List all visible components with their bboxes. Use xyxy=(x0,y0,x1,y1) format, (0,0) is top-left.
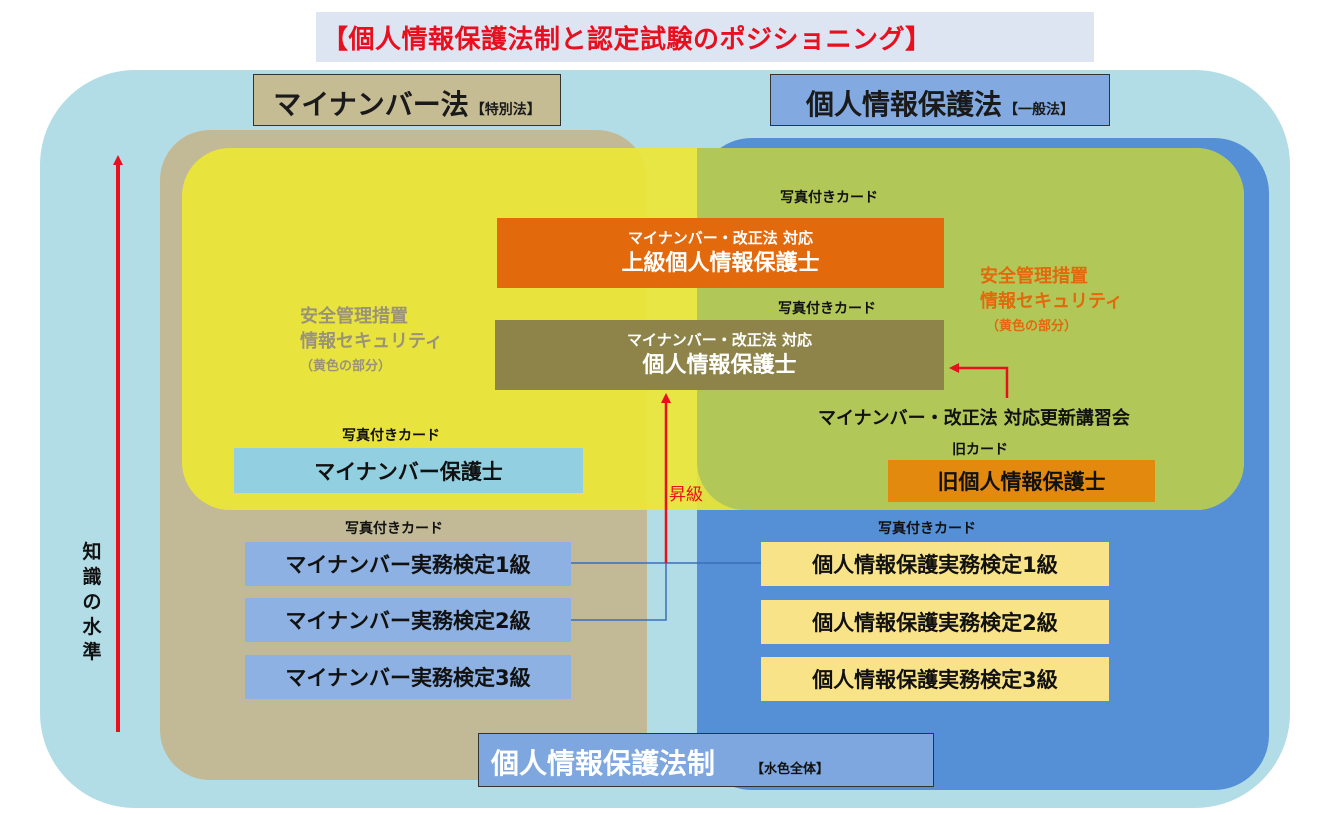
pi-exam-grade3: 個人情報保護実務検定3級 xyxy=(761,657,1109,701)
mn-exams-caption: 写真付きカード xyxy=(345,521,443,537)
right-safety-line1: 安全管理措置 xyxy=(980,266,1088,287)
mynumber-law-tag: 【特別法】 xyxy=(470,102,541,118)
privacy-law-header: 個人情報保護法 【一般法】 xyxy=(770,74,1110,126)
mynumber-law-header: マイナンバー法 【特別法】 xyxy=(253,74,561,126)
pi-exams-caption: 写真付きカード xyxy=(878,521,976,537)
right-safety-label: 安全管理措置 情報セキュリティ （黄色の部分） xyxy=(980,264,1123,339)
standard-sub: マイナンバー・改正法 対応 xyxy=(627,331,812,349)
left-safety-line1: 安全管理措置 xyxy=(300,306,408,327)
legal-system-box: 個人情報保護法制 【水色全体】 xyxy=(478,733,934,787)
mn-guardian-box: マイナンバー保護士 xyxy=(234,448,583,493)
left-safety-label: 安全管理措置 情報セキュリティ （黄色の部分） xyxy=(300,304,443,379)
standard-card-caption: 写真付きカード xyxy=(778,301,876,317)
right-safety-note: （黄色の部分） xyxy=(986,319,1078,334)
exam2-connector-line xyxy=(571,563,667,621)
standard-guardian-box: マイナンバー・改正法 対応 個人情報保護士 xyxy=(495,320,944,390)
mn-exam-grade2: マイナンバー実務検定2級 xyxy=(245,598,571,642)
promotion-label: 昇級 xyxy=(669,485,703,505)
mn-exam-grade1: マイナンバー実務検定1級 xyxy=(245,542,571,586)
right-safety-line2: 情報セキュリティ xyxy=(980,291,1123,312)
pi-exam-grade1: 個人情報保護実務検定1級 xyxy=(761,542,1109,586)
renewal-arrow xyxy=(949,363,1009,398)
left-safety-line2: 情報セキュリティ xyxy=(300,331,443,352)
legal-system-note: 【水色全体】 xyxy=(751,762,830,777)
old-card-caption: 旧カード xyxy=(952,442,1008,458)
mn-guardian-caption: 写真付きカード xyxy=(342,428,440,444)
mn-exam-grade3: マイナンバー実務検定3級 xyxy=(245,655,571,699)
knowledge-level-label: 知識の水準 xyxy=(82,541,102,663)
left-safety-note: （黄色の部分） xyxy=(300,359,392,374)
mynumber-law-label: マイナンバー法 xyxy=(273,88,469,121)
pi-exam-grade2: 個人情報保護実務検定2級 xyxy=(761,600,1109,644)
advanced-card-caption: 写真付きカード xyxy=(780,190,878,206)
privacy-law-tag: 【一般法】 xyxy=(1004,102,1074,118)
legal-system-label: 個人情報保護法制 xyxy=(491,747,716,780)
standard-main: 個人情報保護士 xyxy=(642,353,797,378)
privacy-law-label: 個人情報保護法 xyxy=(805,88,1002,121)
advanced-sub: マイナンバー・改正法 対応 xyxy=(628,229,813,247)
diagram-title: 【個人情報保護法制と認定試験のポジショニング】 xyxy=(316,12,1094,62)
advanced-guardian-box: マイナンバー・改正法 対応 上級個人情報保護士 xyxy=(497,218,944,288)
renewal-course-label: マイナンバー・改正法 対応更新講習会 xyxy=(818,408,1130,429)
old-guardian-box: 旧個人情報保護士 xyxy=(888,460,1155,502)
advanced-main: 上級個人情報保護士 xyxy=(621,251,820,276)
